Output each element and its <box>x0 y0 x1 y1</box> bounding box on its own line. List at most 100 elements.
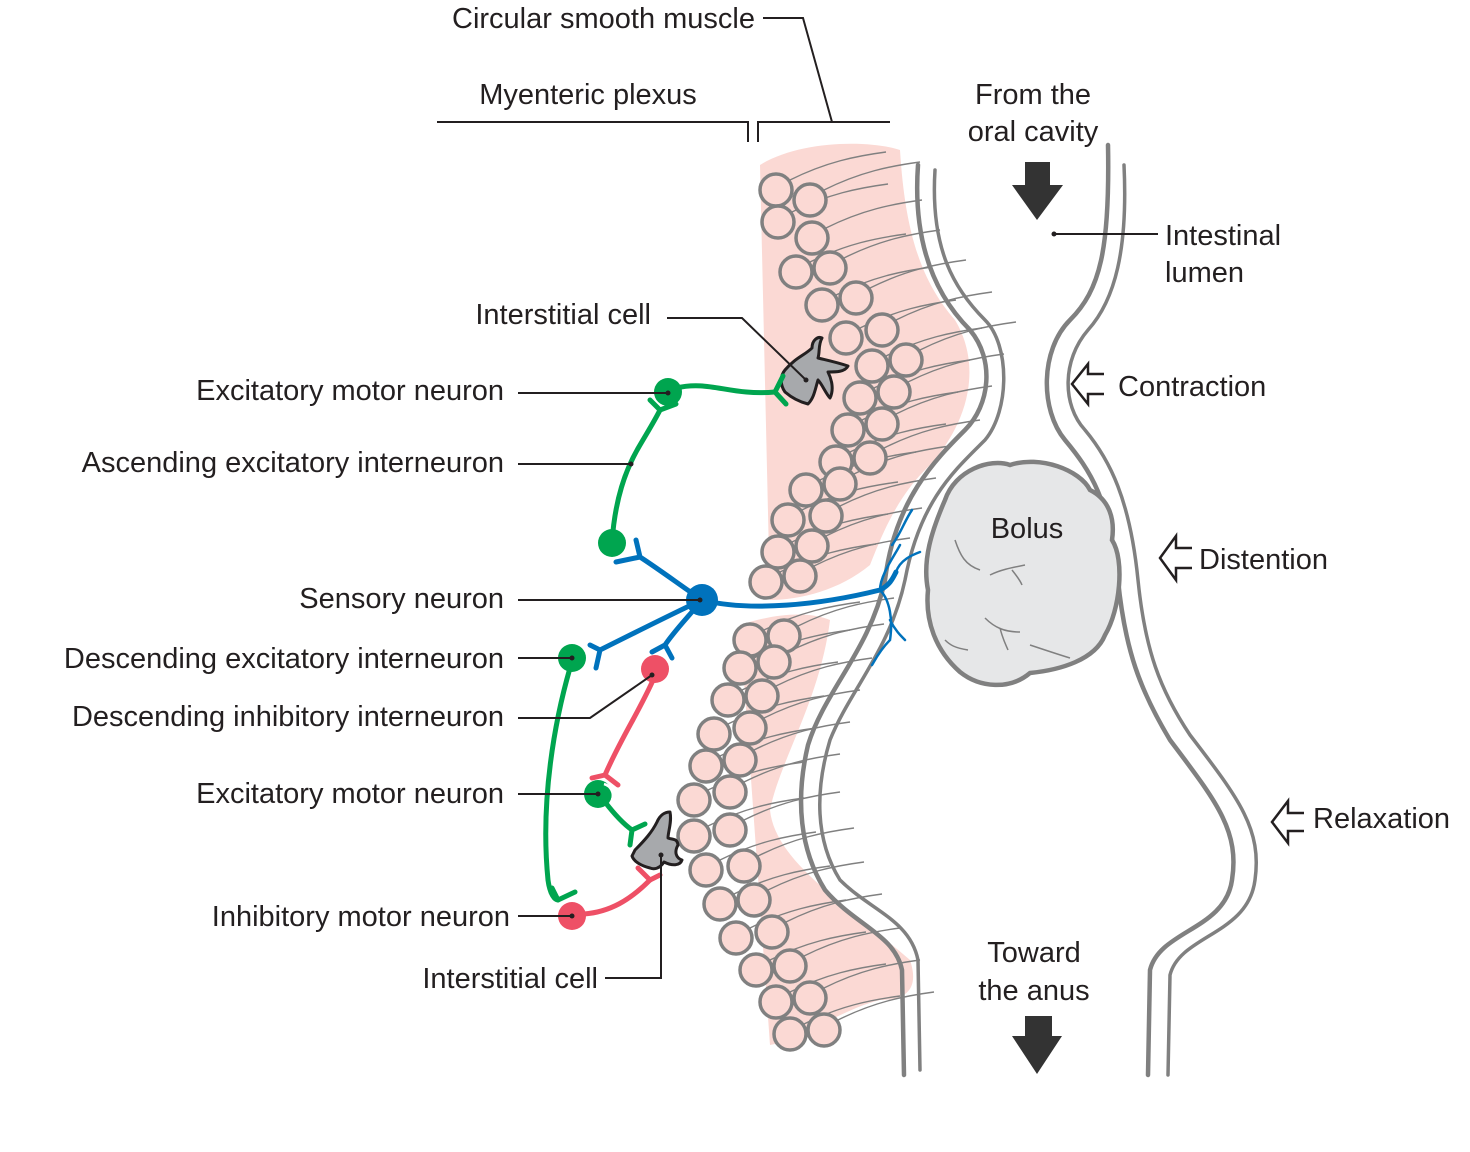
sensory-neuron <box>587 508 922 671</box>
upper-muscle-fiber <box>778 254 814 290</box>
upper-muscle-fiber <box>808 498 844 534</box>
lower-muscle-fiber <box>758 984 794 1020</box>
circular-smooth-muscle-label: Circular smooth muscle <box>452 3 755 35</box>
upper-muscle-fiber <box>760 204 796 240</box>
upper-muscle-fiber <box>770 502 806 538</box>
upper-muscle-fiber <box>748 564 784 600</box>
lower-muscle-fiber <box>756 644 792 680</box>
circular-muscle-lower <box>676 597 935 1052</box>
lower-muscle-fiber <box>722 742 758 778</box>
upper-muscle-fiber <box>888 342 924 378</box>
muscle-fiber-line <box>843 229 941 259</box>
muscle-fiber-line <box>869 259 967 289</box>
muscle-fiber-line <box>775 657 873 687</box>
ascending-excitatory-interneuron-label: Ascending excitatory interneuron <box>82 447 504 479</box>
upper-muscle-fiber <box>760 534 796 570</box>
upper-muscle-fiber <box>794 528 830 564</box>
inhibitory-motor-neuron <box>558 865 663 930</box>
descending-inhibitory-interneuron <box>589 655 669 788</box>
contraction-label: Contraction <box>1118 371 1266 403</box>
upper-muscle-fiber <box>852 440 888 476</box>
muscle-fiber-line <box>743 791 841 821</box>
muscle-fiber-line <box>895 385 993 415</box>
lower-muscle-fiber <box>792 980 828 1016</box>
ascending-excitatory-interneuron <box>598 397 679 557</box>
upper-muscle-fiber <box>876 374 912 410</box>
lower-muscle-fiber <box>712 812 748 848</box>
muscle-fiber-line <box>907 353 1005 383</box>
muscle-fiber-line <box>753 721 851 751</box>
upper-muscle-fiber <box>828 320 864 356</box>
lower-muscle-fiber <box>696 716 732 752</box>
open-left-arrow-icon <box>1158 532 1192 584</box>
upper-muscle-fiber <box>792 182 828 218</box>
intestinal-wall-left <box>798 162 1006 1078</box>
lower-muscle-fiber <box>772 1016 808 1052</box>
toward-anus-label-line1: Toward <box>987 937 1081 969</box>
muscle-fiber-line <box>757 827 855 857</box>
muscle-fiber-line <box>743 753 841 783</box>
upper-muscle-fiber <box>758 172 794 208</box>
descending-inhibitory-interneuron-label: Descending inhibitory interneuron <box>72 701 504 733</box>
open-left-arrow-icon <box>1270 797 1304 847</box>
lower-muscle-fiber <box>806 1012 842 1048</box>
lower-muscle-fiber <box>722 650 758 686</box>
interstitial-cell-top-label: Interstitial cell <box>475 299 651 331</box>
lower-muscle-fiber <box>772 948 808 984</box>
descending-excitatory-interneuron <box>543 644 586 903</box>
lower-muscle-fiber <box>732 710 768 746</box>
upper-muscle-fiber <box>812 250 848 286</box>
lower-muscle-fiber <box>736 882 772 918</box>
muscle-fiber-line <box>787 623 885 653</box>
open-left-arrow-icon <box>1070 360 1104 408</box>
circular-muscle-upper <box>748 143 1017 600</box>
lower-muscle-fiber <box>710 682 746 718</box>
lower-muscle-fiber <box>688 748 724 784</box>
intestinal-lumen-label-line1: Intestinal <box>1165 220 1281 252</box>
down-arrow-icon <box>1012 162 1063 220</box>
muscle-fiber-line <box>803 927 901 957</box>
muscle-fiber-line <box>823 161 921 191</box>
upper-muscle-fiber <box>854 348 890 384</box>
excitatory-motor-neuron-top-label: Excitatory motor neuron <box>196 375 504 407</box>
upper-muscle-fiber <box>864 406 900 442</box>
lower-muscle-fiber <box>738 952 774 988</box>
bolus: Bolus <box>923 459 1122 688</box>
upper-muscle-fiber <box>822 466 858 502</box>
interstitial-cell-bottom <box>630 810 684 871</box>
muscle-fiber-line <box>763 689 861 719</box>
toward-anus-label-line2: the anus <box>978 975 1089 1007</box>
upper-muscle-fiber <box>838 280 874 316</box>
muscle-fiber-line <box>789 151 887 181</box>
down-arrow-icon <box>1012 1016 1062 1074</box>
muscle-fiber-line <box>839 477 937 507</box>
inhibitory-motor-neuron-label: Inhibitory motor neuron <box>212 901 510 933</box>
intestinal-lumen-label-line2: lumen <box>1165 257 1244 289</box>
bolus-label: Bolus <box>991 513 1064 545</box>
lower-muscle-fiber <box>676 782 712 818</box>
myenteric-plexus-label: Myenteric plexus <box>479 79 697 111</box>
lower-muscle-fiber <box>718 920 754 956</box>
lower-muscle-fiber <box>744 678 780 714</box>
upper-muscle-fiber <box>782 558 818 594</box>
muscle-fiber-line <box>825 199 923 229</box>
upper-muscle-fiber <box>804 287 840 323</box>
muscle-fiber-line <box>823 959 921 989</box>
lower-muscle-fiber <box>688 852 724 888</box>
muscle-fiber-line <box>767 861 865 891</box>
excitatory-motor-neuron-bottom-label: Excitatory motor neuron <box>196 778 504 810</box>
lower-muscle-fiber <box>754 914 790 950</box>
muscle-fiber-line <box>813 537 911 567</box>
interstitial-cell-bottom-label: Interstitial cell <box>422 963 598 995</box>
upper-muscle-fiber <box>788 472 824 508</box>
distention-label: Distention <box>1199 544 1328 576</box>
lower-muscle-fiber <box>702 886 738 922</box>
interstitial-cell-top <box>779 336 850 406</box>
from-oral-cavity-label-line2: oral cavity <box>968 116 1099 148</box>
upper-muscle-fiber <box>842 380 878 416</box>
lower-muscle-fiber <box>726 848 762 884</box>
sensory-neuron-label: Sensory neuron <box>299 583 504 615</box>
excitatory-motor-neuron-bottom <box>584 780 648 848</box>
descending-excitatory-interneuron-label: Descending excitatory interneuron <box>64 643 504 675</box>
